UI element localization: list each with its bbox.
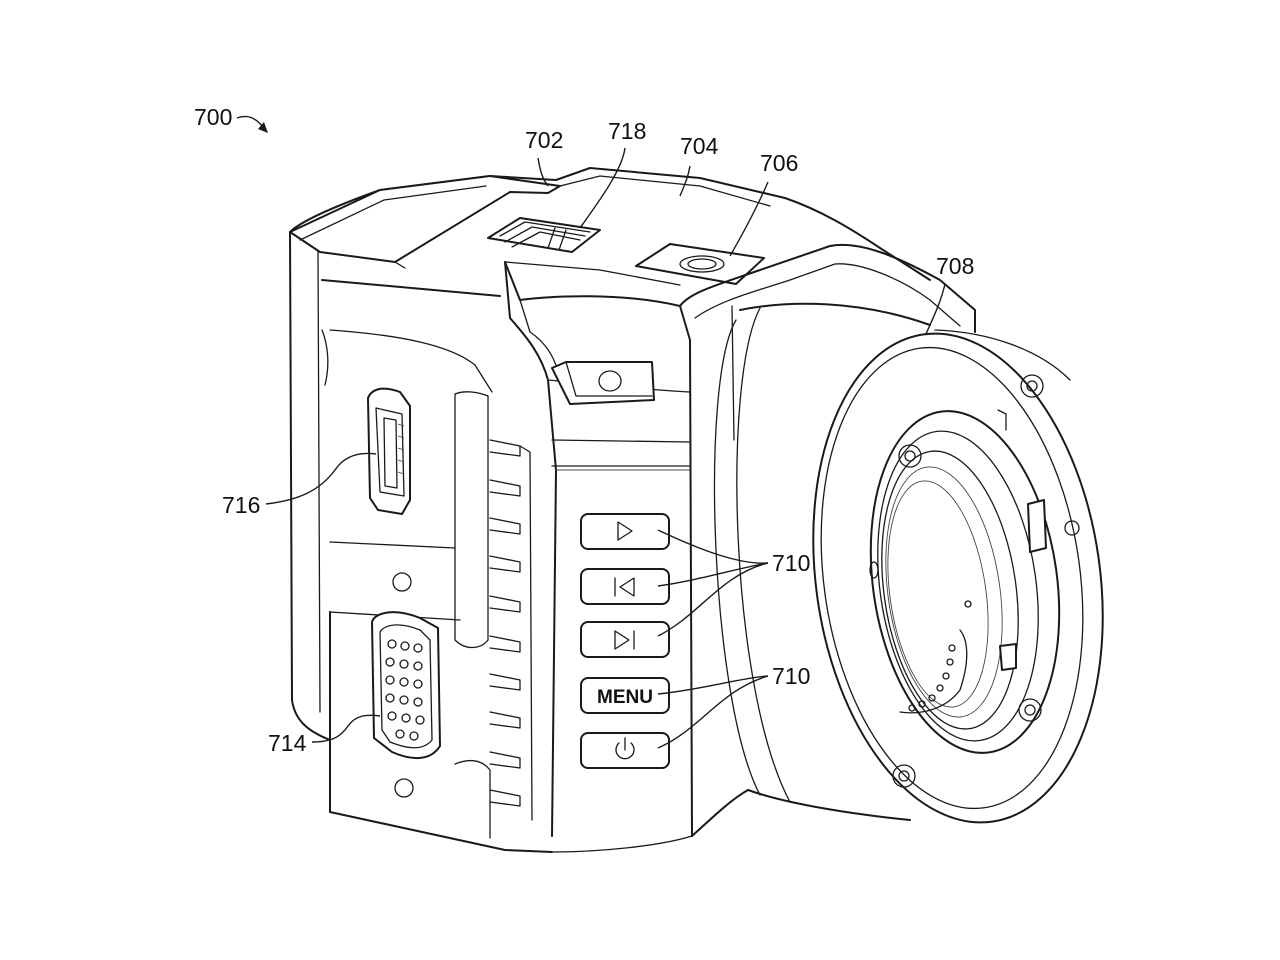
ref-716-label: 716 [222, 492, 260, 518]
ref-710-lower-leaders [657, 675, 769, 749]
expansion-port [371, 611, 441, 759]
play-button[interactable] [580, 513, 670, 550]
menu-button[interactable]: MENU [580, 677, 670, 714]
skip-back-button[interactable] [580, 568, 670, 605]
ref-706-leader [729, 181, 769, 257]
play-icon [617, 521, 633, 541]
ref-700-label: 700 [194, 104, 232, 130]
side-screw-top [392, 572, 412, 592]
ref-710-upper-leaders [657, 529, 769, 637]
power-icon [615, 737, 635, 760]
ref-718-label: 718 [608, 118, 646, 144]
skip-forward-icon [614, 630, 635, 650]
ref-704-label: 704 [680, 133, 719, 159]
skip-back-icon [614, 577, 635, 597]
mount-screws [869, 374, 1080, 788]
ref-706-label: 706 [760, 150, 798, 176]
hdmi-port [367, 387, 411, 515]
front-window [551, 361, 655, 405]
menu-button-label: MENU [597, 687, 653, 708]
power-button[interactable] [580, 732, 670, 769]
ref-716-leader [265, 452, 377, 505]
port-pins [385, 639, 425, 741]
ref-708-leader [925, 283, 946, 335]
control-buttons: MENU [580, 513, 670, 769]
ref-718-leader [579, 147, 626, 229]
camera-body [289, 167, 931, 853]
cooling-fins [489, 439, 533, 821]
ref-710-upper-label: 710 [772, 550, 810, 576]
ref-702-label: 702 [525, 127, 563, 153]
side-screw-bottom [394, 778, 414, 798]
ref-714-leader [311, 714, 381, 743]
lens-mount [679, 243, 1104, 837]
top-vent [487, 217, 601, 253]
skip-forward-button[interactable] [580, 621, 670, 658]
ref-704-leader [679, 165, 691, 197]
ref-702-leader [537, 157, 549, 187]
ref-708-label: 708 [936, 253, 974, 279]
ref-714-label: 714 [268, 730, 307, 756]
ref-700-arrow [236, 115, 268, 133]
mount-socket [635, 243, 765, 285]
ref-710-lower-label: 710 [772, 663, 810, 689]
